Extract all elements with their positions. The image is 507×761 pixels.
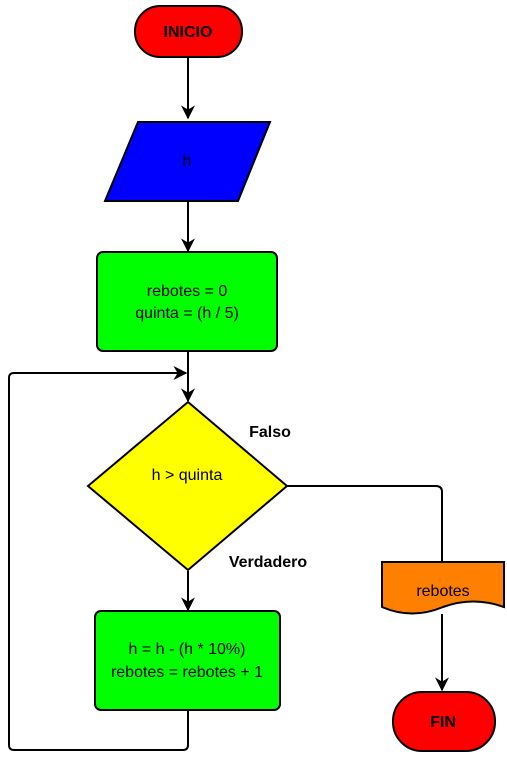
svg-text:rebotes = rebotes + 1: rebotes = rebotes + 1 bbox=[111, 664, 263, 681]
input-parallelogram: h bbox=[103, 121, 272, 202]
init-process-box: rebotes = 0 quinta = (h / 5) bbox=[96, 251, 278, 352]
output-document: rebotes bbox=[381, 561, 505, 615]
svg-text:h > quinta: h > quinta bbox=[152, 467, 223, 484]
true-label: Verdadero bbox=[229, 554, 307, 571]
svg-text:rebotes = 0: rebotes = 0 bbox=[147, 283, 228, 300]
edge-decision-output bbox=[287, 485, 443, 562]
svg-text:FIN: FIN bbox=[430, 714, 456, 731]
decision-diamond: h > quinta bbox=[86, 400, 289, 572]
svg-text:rebotes: rebotes bbox=[416, 583, 469, 600]
edge-update-loop bbox=[8, 366, 189, 751]
svg-text:h = h - (h * 10%): h = h - (h * 10%) bbox=[129, 641, 246, 658]
end-terminator: FIN bbox=[392, 691, 496, 752]
false-label: Falso bbox=[249, 424, 291, 441]
svg-text:quinta = (h / 5): quinta = (h / 5) bbox=[135, 305, 239, 322]
update-process-box: h = h - (h * 10%) rebotes = rebotes + 1 bbox=[94, 610, 281, 711]
svg-text:h: h bbox=[183, 153, 192, 170]
svg-text:INICIO: INICIO bbox=[164, 24, 213, 41]
start-terminator: INICIO bbox=[134, 5, 243, 58]
